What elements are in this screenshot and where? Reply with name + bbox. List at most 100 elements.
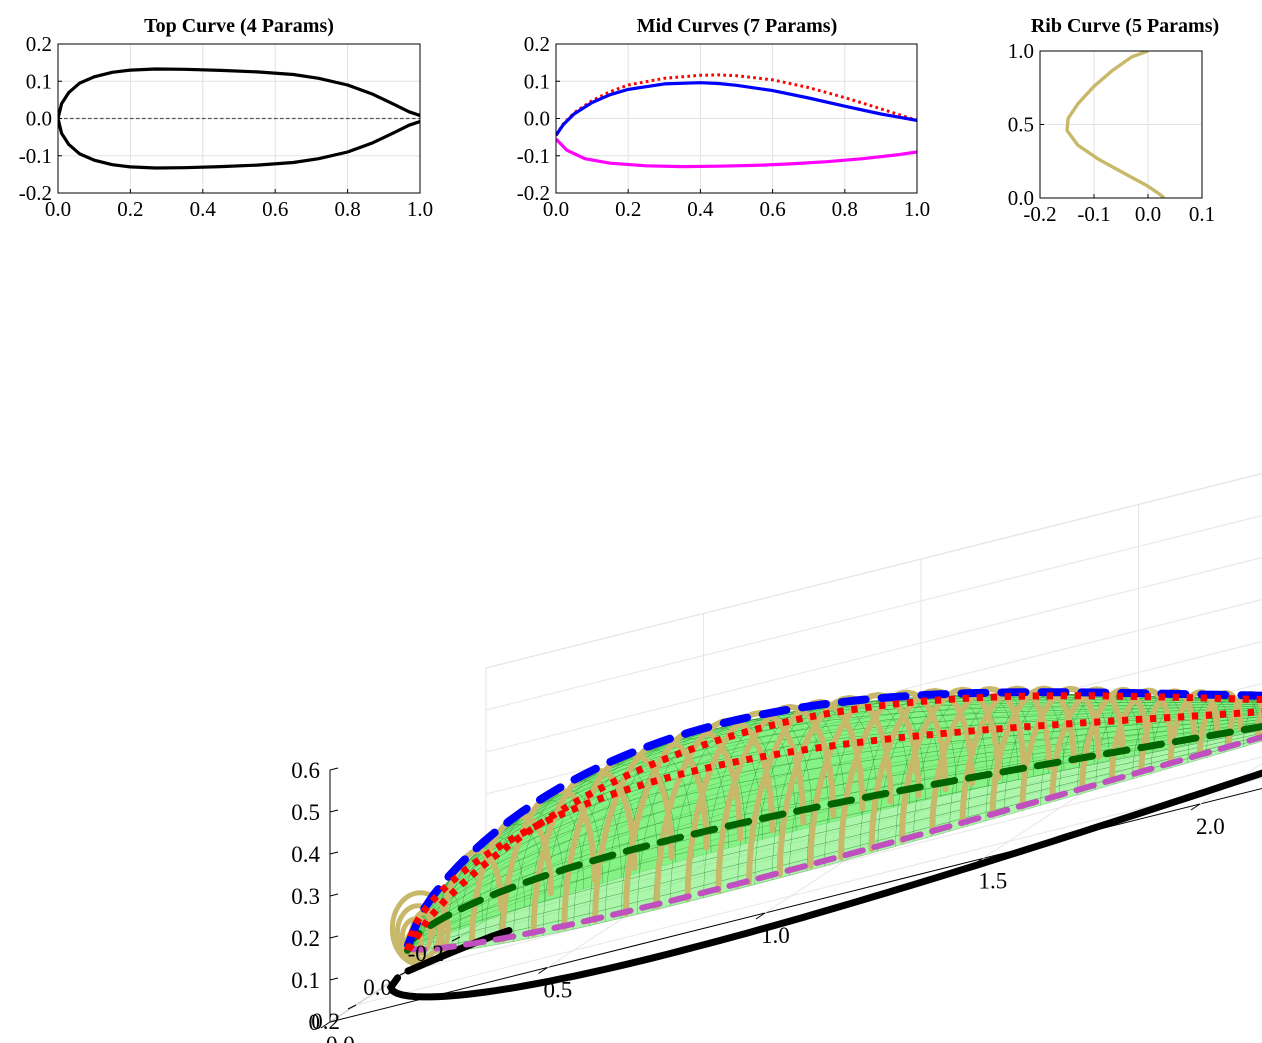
z-tick-label: 0.3 [291, 884, 320, 909]
y-tick-label: 0.1 [524, 69, 550, 93]
side-curve [404, 722, 1262, 954]
series-line [58, 118, 420, 170]
y-tick-label: 0.0 [26, 107, 52, 131]
z-tick-mark [329, 809, 339, 813]
edge-curve [404, 708, 1262, 952]
x-tick-mark [538, 967, 548, 974]
spine-curve [404, 688, 1262, 949]
x-tick-label: 0.0 [326, 1032, 355, 1043]
x-tick-label: 0.2 [117, 197, 143, 221]
y-tick-label: 0.1 [26, 69, 52, 93]
top-curve-title: Top Curve (4 Params) [144, 15, 334, 37]
x-tick-label: 2.0 [1196, 814, 1225, 839]
x-tick-mark [1190, 803, 1201, 811]
nose-ring [394, 903, 442, 963]
top-curve-plot: Top Curve (4 Params) 0.0 0.2 0.4 0.6 0.8 1.0 -… [19, 15, 433, 221]
y-tick-label: -0.1 [517, 144, 550, 168]
rib [899, 686, 1002, 844]
y-tick-mark [347, 1004, 357, 1010]
x-tick-label: 1.0 [407, 197, 433, 221]
x-tick-label: 0.8 [334, 197, 360, 221]
rib [1254, 704, 1262, 741]
rib-curve-plot: Rib Curve (5 Params) -0.2 -0.1 0.0 0.1 0.0 0.… [1008, 15, 1219, 226]
z-tick-mark [329, 977, 339, 981]
y-tick-label: 1.0 [1008, 39, 1034, 63]
rib [1079, 686, 1150, 792]
x-tick-label: 0.6 [759, 197, 785, 221]
x-tick-mark [973, 858, 983, 865]
y-tick-label: 0.0 [524, 107, 550, 131]
x-tick-label: 0.1 [1189, 202, 1215, 226]
top-curve-series [58, 67, 420, 170]
hull-3d-plot: 0.00.51.01.52.02.5-0.20.00.200.10.20.30.… [291, 473, 1262, 1043]
grid-line [485, 515, 1262, 711]
x-tick-label: 0.0 [1135, 202, 1161, 226]
z-tick-mark [329, 851, 339, 855]
y-tick-label: 0.2 [311, 1009, 340, 1034]
y-tick-label: 0.2 [524, 32, 550, 56]
grid-line [355, 777, 1262, 1006]
rib-curve-title: Rib Curve (5 Params) [1031, 15, 1219, 37]
series-line [556, 81, 917, 137]
mid-curves-ticks: 0.0 0.2 0.4 0.6 0.8 1.0 -0.2 -0.1 0.0 0.1 0.2 [517, 32, 930, 221]
y-tick-label: 0.0 [1008, 186, 1034, 210]
rib-curve-ticks: -0.2 -0.1 0.0 0.1 0.0 0.5 1.0 [1008, 39, 1215, 226]
y-tick-label: 0.5 [1008, 113, 1034, 137]
y-tick-label: -0.2 [19, 181, 52, 205]
x-tick-label: 0.4 [687, 197, 714, 221]
x-tick-label: 1.0 [904, 197, 930, 221]
rib-curve-grid [1039, 50, 1203, 199]
y-tick-label: -0.1 [19, 144, 52, 168]
y-tick-mark [451, 936, 461, 942]
z-tick-label: 0 [309, 1010, 321, 1035]
x-tick-label: -0.2 [1023, 202, 1056, 226]
y-tick-label: -0.2 [517, 181, 550, 205]
x-tick-label: 0.8 [832, 197, 858, 221]
x-tick-label: 0.4 [190, 197, 217, 221]
x-tick-mark [320, 1021, 331, 1029]
y-tick-label: -0.2 [408, 941, 444, 966]
z-tick-label: 0.5 [291, 800, 320, 825]
z-tick-label: 0.1 [291, 968, 320, 993]
x-tick-label: 0.2 [615, 197, 641, 221]
z-tick-label: 0.2 [291, 926, 320, 951]
x-tick-label: 0.0 [45, 197, 71, 221]
z-tick-mark [329, 935, 339, 939]
grid-line [485, 557, 1262, 753]
hull-mesh-line [737, 709, 846, 890]
z-tick-label: 0.4 [291, 842, 320, 867]
y-tick-label: 0.2 [26, 32, 52, 56]
mid-curves-title: Mid Curves (7 Params) [637, 15, 838, 37]
grid-line [485, 473, 1262, 669]
mid-curves-series [556, 73, 917, 169]
z-tick-mark [329, 1019, 339, 1023]
rib [653, 717, 776, 909]
z-tick-mark [329, 767, 339, 771]
rib [776, 695, 894, 878]
mid-curves-plot: Mid Curves (7 Params) 0.0 0.2 0.4 0.6 0.8 1.0… [517, 15, 930, 221]
x-tick-label: 1.5 [979, 869, 1008, 894]
x-tick-label: -0.1 [1077, 202, 1110, 226]
keel-curve [404, 733, 1262, 953]
footprint-curve [386, 769, 1262, 1001]
series-line [1065, 51, 1166, 198]
series-line [58, 67, 420, 119]
z-tick-label: 0.6 [291, 758, 320, 783]
hull-mesh-line [1003, 693, 1080, 816]
hull-3d-ribs [389, 685, 1262, 968]
x-tick-label: 0.6 [262, 197, 288, 221]
z-tick-mark [329, 893, 339, 897]
x-tick-label: 0.5 [544, 978, 573, 1003]
hull-mesh-line [703, 715, 813, 898]
hull-mesh-line [573, 756, 677, 930]
rib-curve-series [1065, 51, 1166, 198]
hull-3d-ticks: 0.00.51.01.52.02.5-0.20.00.200.10.20.30.… [291, 758, 1225, 1043]
hull-mesh-line [670, 723, 780, 907]
axis-line [329, 787, 1262, 1023]
hull-3d-curves [386, 688, 1262, 1001]
series-line [556, 137, 917, 169]
axis-edge [485, 473, 1262, 669]
x-tick-label: 0.0 [543, 197, 569, 221]
x-tick-mark [755, 912, 766, 920]
